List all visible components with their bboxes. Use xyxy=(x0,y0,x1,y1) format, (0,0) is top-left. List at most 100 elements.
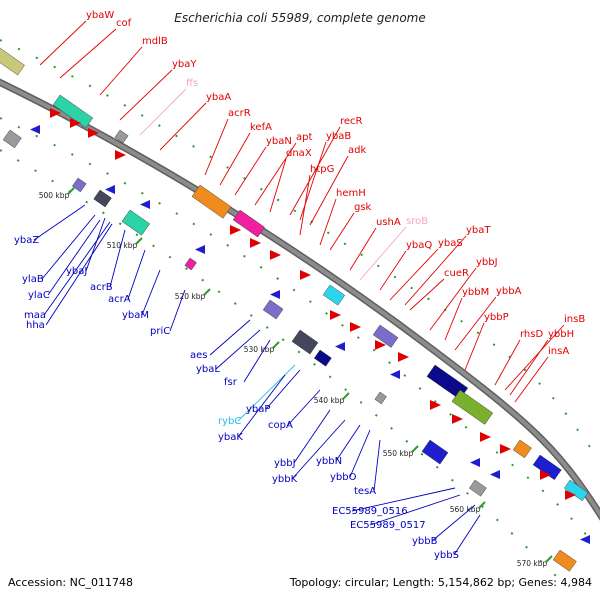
reverse-gene-arrow xyxy=(390,370,400,379)
forward-gene-label: mdlB xyxy=(142,36,168,47)
forward-gene-arrow xyxy=(565,490,576,500)
reverse-leader xyxy=(287,389,321,426)
reverse-gene-block xyxy=(2,129,22,149)
forward-leader xyxy=(404,235,467,306)
forward-gene-label: ybbH xyxy=(548,329,574,340)
reverse-leader xyxy=(141,269,161,316)
genome-backbone xyxy=(0,39,600,581)
forward-leader xyxy=(329,212,355,251)
forward-gene-label: rhsD xyxy=(520,329,543,340)
scale-tick-label: 500 kbp xyxy=(39,191,70,200)
reverse-gene-label: ybbK xyxy=(272,474,298,485)
reverse-leader xyxy=(431,504,476,542)
reverse-gene-label: copA xyxy=(268,420,293,431)
forward-gene-arrow xyxy=(270,250,281,260)
reverse-gene-label: ybaK xyxy=(218,432,243,443)
reverse-gene-block xyxy=(291,329,319,355)
forward-gene-label: adk xyxy=(348,145,366,156)
reverse-gene-block xyxy=(71,177,87,193)
forward-gene-arrow xyxy=(115,150,126,160)
reverse-gene-block xyxy=(374,391,387,405)
forward-gene-arrow xyxy=(330,310,341,320)
backbone-line xyxy=(0,80,600,518)
forward-gene-arrow xyxy=(480,432,491,442)
reverse-gene-block xyxy=(121,209,150,236)
reverse-leader xyxy=(33,204,86,241)
reverse-leader xyxy=(265,369,301,410)
forward-gene-label: htpG xyxy=(310,164,334,175)
reverse-gene-label: acrB xyxy=(90,282,113,293)
forward-leader xyxy=(269,158,287,213)
reverse-gene-block xyxy=(184,257,197,271)
reverse-leader xyxy=(351,487,456,512)
accession-label: Accession: NC_011748 xyxy=(8,576,133,589)
reverse-gene-label: ybbS xyxy=(434,550,459,561)
reverse-leader xyxy=(349,429,371,478)
forward-leader xyxy=(234,146,267,196)
forward-gene-label: cof xyxy=(116,18,132,29)
forward-gene-arrow xyxy=(375,340,386,350)
scale-tick-mark xyxy=(135,237,143,245)
forward-leader xyxy=(219,132,251,186)
forward-gene-block xyxy=(191,184,232,219)
forward-gene-label: ybbM xyxy=(462,287,489,298)
scale-tick-label: 550 kbp xyxy=(383,449,414,458)
reverse-gene-label: priC xyxy=(150,326,170,337)
reverse-leader xyxy=(45,223,113,326)
reverse-leader xyxy=(369,494,461,526)
forward-gene-block xyxy=(451,389,494,425)
reverse-gene-label: ybbJ xyxy=(274,458,296,469)
reverse-gene-label: EC55989_0517 xyxy=(350,520,426,531)
gene-features xyxy=(0,47,590,572)
reverse-leader xyxy=(243,339,271,383)
reverse-gene-label: aes xyxy=(190,350,208,361)
scale-tick-label: 510 kbp xyxy=(107,241,138,250)
scale-tick-label: 570 kbp xyxy=(517,559,548,568)
scale-tick-label: 520 kbp xyxy=(175,292,206,301)
reverse-gene-label: ybaJ xyxy=(66,266,87,277)
forward-gene-label: ybaN xyxy=(266,136,292,147)
forward-gene-label: ybaW xyxy=(86,10,114,21)
reverse-leader xyxy=(85,217,106,272)
reverse-leader xyxy=(109,229,126,288)
forward-leader xyxy=(514,356,549,403)
reverse-gene-label: ybaZ xyxy=(14,235,39,246)
forward-leader xyxy=(464,322,485,371)
reverse-gene-label: EC55989_0516 xyxy=(332,506,408,517)
forward-leader xyxy=(119,69,173,121)
forward-leader xyxy=(409,278,445,311)
reverse-gene-arrow xyxy=(335,342,345,351)
forward-leader xyxy=(379,250,407,291)
reverse-gene-label: acrA xyxy=(108,294,131,305)
forward-gene-arrow xyxy=(70,118,81,128)
forward-gene-label: ffs xyxy=(186,78,198,89)
scale-tick-label: 530 kbp xyxy=(244,345,275,354)
reverse-gene-label: ybbO xyxy=(330,472,357,483)
reverse-leader xyxy=(453,514,481,556)
reverse-leader xyxy=(293,409,331,464)
reverse-gene-block xyxy=(468,479,487,497)
forward-gene-label: acrR xyxy=(228,108,251,119)
forward-gene-arrow xyxy=(500,444,511,454)
reverse-leader xyxy=(169,289,186,332)
forward-gene-label: ybbA xyxy=(496,286,522,297)
reverse-gene-label: rybC xyxy=(218,416,241,427)
reverse-leader xyxy=(215,329,261,370)
forward-gene-label: ybaT xyxy=(466,225,491,236)
reverse-gene-arrow xyxy=(195,245,205,254)
forward-leader xyxy=(59,28,117,79)
forward-gene-arrow xyxy=(430,400,441,410)
reverse-leader xyxy=(209,319,251,356)
reverse-leader xyxy=(41,214,96,280)
reverse-gene-label: fsr xyxy=(224,377,238,388)
forward-leader xyxy=(359,226,407,281)
forward-leader xyxy=(139,88,187,136)
forward-leader xyxy=(289,126,341,216)
forward-gene-block xyxy=(322,284,346,306)
reverse-leader xyxy=(335,424,361,462)
forward-gene-label: sroB xyxy=(406,216,428,227)
forward-gene-label: ushA xyxy=(376,217,401,228)
